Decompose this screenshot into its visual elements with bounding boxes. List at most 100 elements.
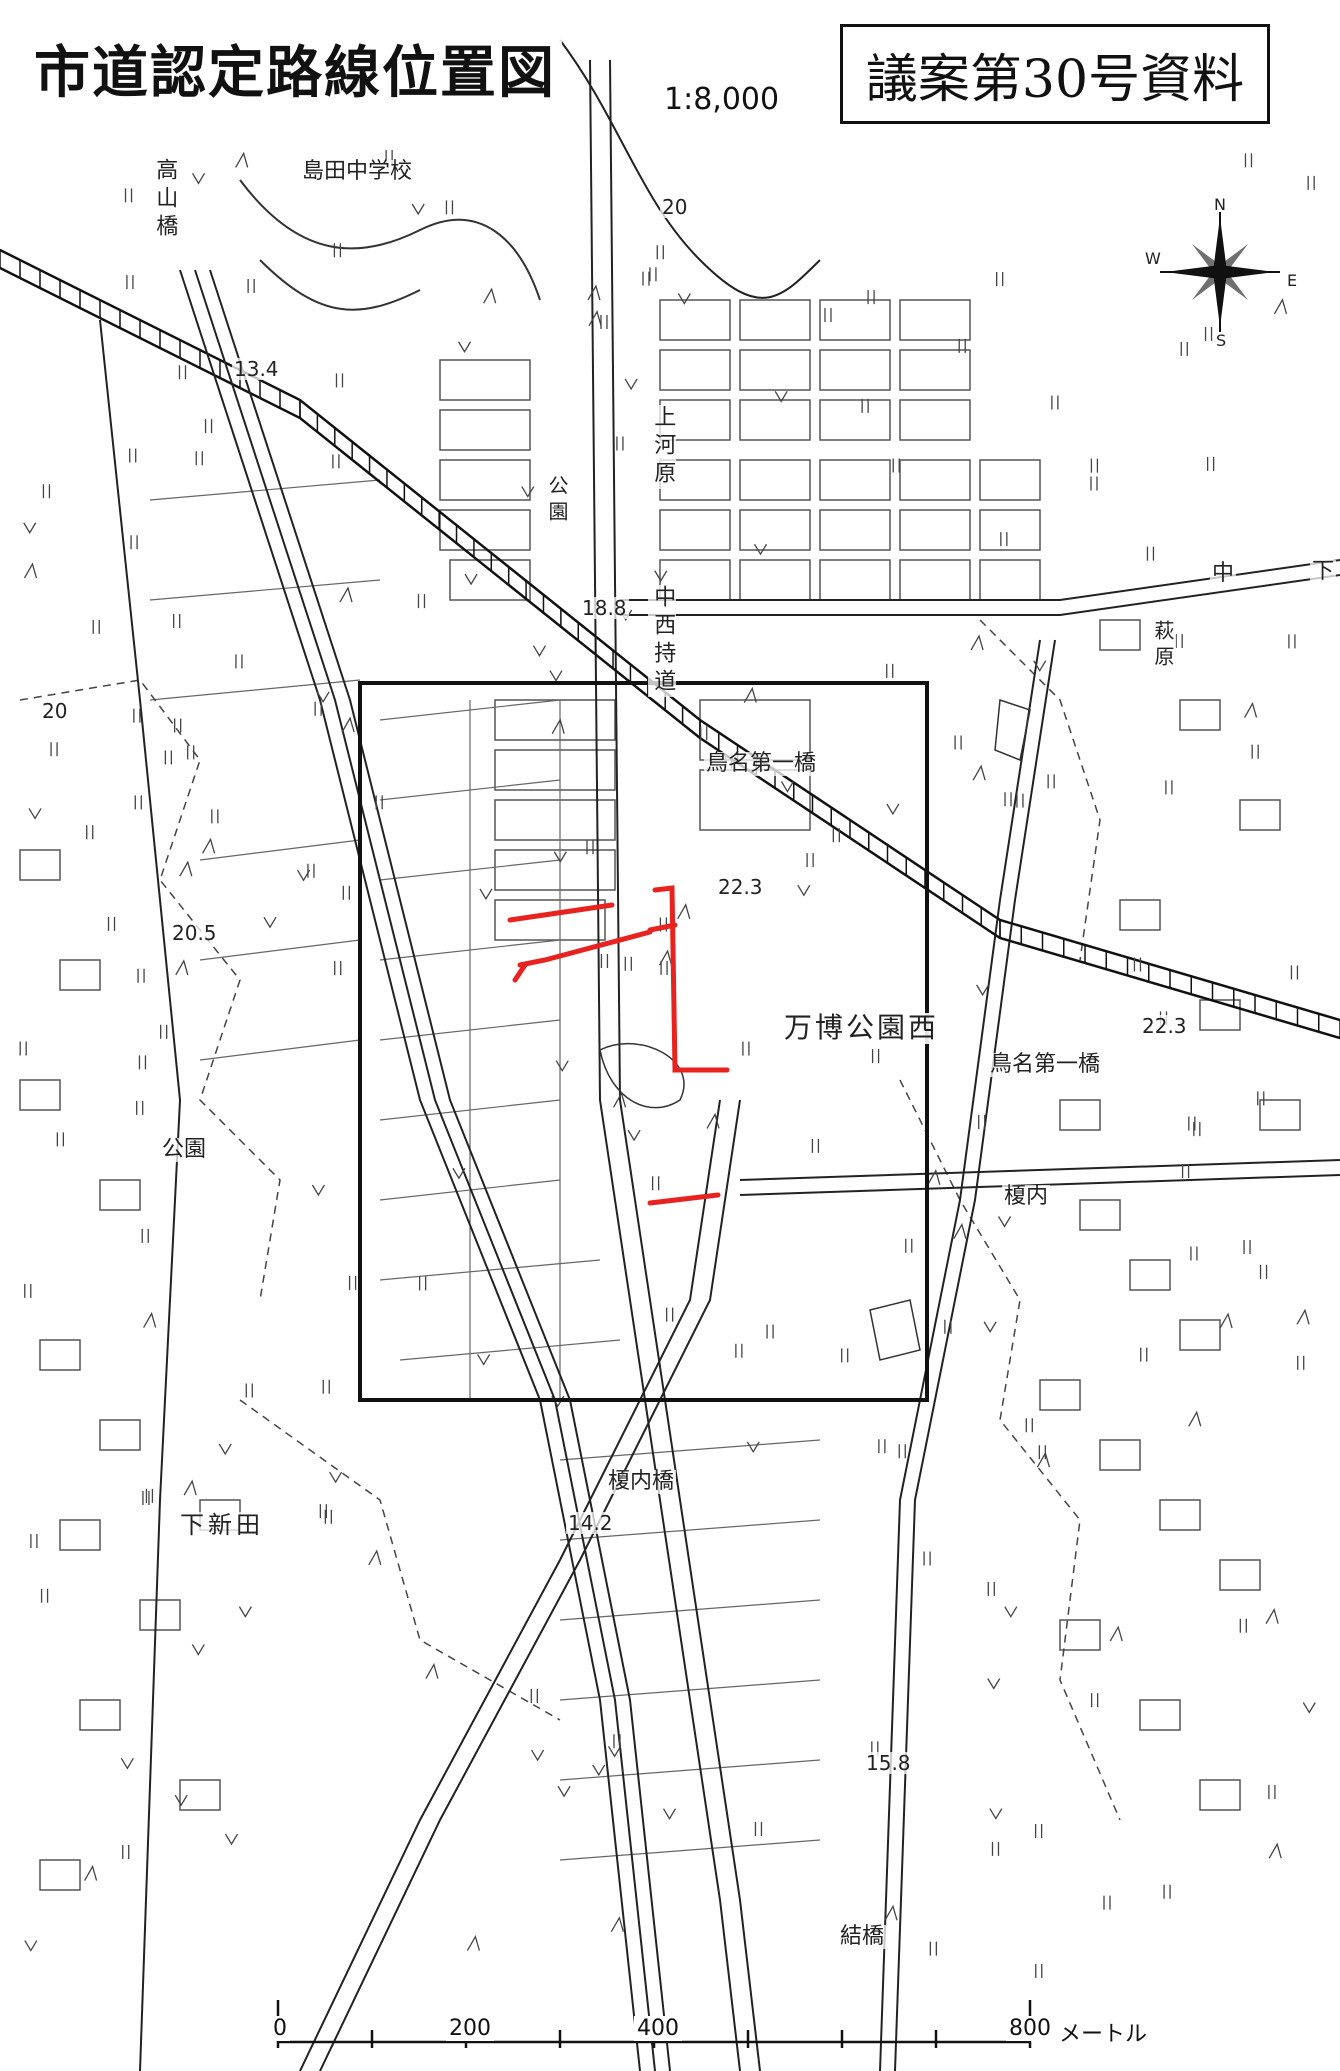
land-use-symbol <box>774 390 788 403</box>
land-use-symbol <box>138 1055 147 1070</box>
land-use-symbol <box>521 486 535 498</box>
compass-east: E <box>1287 271 1298 290</box>
land-use-symbol <box>555 1060 569 1072</box>
land-use-symbol <box>316 691 330 704</box>
land-use-symbol <box>483 287 497 304</box>
elevation-8: 20 <box>40 699 70 723</box>
land-use-symbol <box>531 1749 545 1762</box>
land-use-symbol <box>24 1283 32 1298</box>
land-use-symbol <box>600 953 609 968</box>
land-use-symbol <box>339 586 353 603</box>
land-use-symbol <box>464 573 478 586</box>
land-use-symbol <box>335 373 344 388</box>
land-use-symbol <box>124 188 133 203</box>
river <box>239 179 541 311</box>
land-use-symbol <box>1016 793 1024 808</box>
land-use-symbol <box>608 1745 622 1758</box>
land-use-symbol <box>1140 1347 1148 1362</box>
land-use-symbol <box>50 742 58 757</box>
land-use-symbol <box>612 1091 627 1108</box>
land-use-symbol <box>1188 1116 1196 1131</box>
land-use-symbol <box>972 764 986 781</box>
land-use-symbol <box>958 338 966 353</box>
land-use-symbol <box>142 1491 150 1506</box>
land-use-symbol <box>884 1904 898 1921</box>
land-use-symbol <box>987 1678 1001 1690</box>
land-use-symbol <box>130 535 138 550</box>
scale-tick-0: 0 <box>270 2016 290 2041</box>
land-use-symbol <box>886 803 900 816</box>
land-use-symbol <box>204 419 213 434</box>
label-shimonishita: 下 <box>1310 559 1337 585</box>
land-use-symbol <box>179 860 193 877</box>
scale-tick-800: 800 <box>1006 2016 1054 2041</box>
land-use-symbol <box>660 960 668 975</box>
elevation-2: 18.8 <box>580 596 629 620</box>
land-use-symbol <box>532 645 547 657</box>
land-use-symbol <box>333 243 342 258</box>
elevation-4: 22.3 <box>716 875 765 899</box>
land-use-symbol <box>137 968 145 983</box>
land-use-symbol <box>160 1024 168 1039</box>
land-use-symbol <box>662 1808 677 1820</box>
land-use-symbol <box>1290 965 1299 980</box>
land-use-symbol <box>586 840 594 855</box>
land-use-symbol <box>588 309 602 326</box>
field-lines <box>149 479 821 1861</box>
label-enouchi-bridge: 榎内橋 <box>606 1469 677 1495</box>
land-use-symbol <box>218 1443 232 1456</box>
ponds <box>599 698 1031 1361</box>
land-use-symbol <box>735 1343 743 1358</box>
route-5 <box>647 922 678 933</box>
label-yuuki-bridge: 結橋 <box>838 1924 887 1950</box>
land-use-symbol <box>861 398 869 413</box>
land-use-symbol <box>341 716 355 733</box>
land-use-symbol <box>1251 744 1259 759</box>
land-use-symbol <box>1090 458 1099 473</box>
land-use-symbol <box>553 851 567 863</box>
land-use-symbol <box>30 1534 38 1549</box>
land-use-symbol <box>746 1441 760 1454</box>
land-use-symbol <box>742 1041 750 1056</box>
land-use-symbol <box>1307 175 1315 190</box>
label-banpaku-park-west: 万博公園西 <box>782 1011 942 1044</box>
land-use-symbol <box>991 1841 1000 1856</box>
land-use-symbol <box>677 293 691 305</box>
elevation-6: 14.2 <box>566 1511 615 1535</box>
compass-west: W <box>1145 249 1161 268</box>
land-use-symbol <box>23 562 38 579</box>
route-4 <box>652 885 730 1073</box>
land-use-symbol <box>592 1764 606 1777</box>
land-use-symbol <box>624 378 638 391</box>
land-use-symbol <box>1047 774 1055 789</box>
land-use-symbol <box>780 781 795 793</box>
land-use-symbol <box>342 885 350 900</box>
land-use-symbol <box>1038 1445 1046 1460</box>
land-use-symbol <box>136 1100 144 1115</box>
land-use-symbol <box>1302 1702 1316 1714</box>
land-use-symbol <box>457 341 472 353</box>
land-use-symbol <box>706 1112 720 1129</box>
land-use-symbol <box>1188 1410 1202 1427</box>
land-use-symbol <box>557 1785 571 1798</box>
label-torina-bridge-1: 鳥名第一橋 <box>704 751 819 777</box>
land-use-symbol <box>107 916 116 931</box>
land-use-symbol <box>978 1114 986 1129</box>
land-use-symbol <box>832 828 840 843</box>
land-use-symbol <box>417 594 426 609</box>
label-naka: 中 <box>1210 561 1237 587</box>
land-use-symbol <box>1243 1240 1251 1254</box>
land-use-symbol <box>1090 1693 1099 1708</box>
land-use-symbol <box>1244 153 1253 168</box>
land-use-symbol <box>56 1132 65 1147</box>
land-use-symbol <box>145 1488 154 1503</box>
land-use-symbol <box>616 436 624 451</box>
land-use-symbol <box>368 1549 382 1566</box>
elevation-3: 20.5 <box>170 921 219 945</box>
land-use-symbol <box>178 365 187 380</box>
land-use-symbol <box>797 884 811 897</box>
land-use-symbol <box>1259 1264 1268 1279</box>
land-use-symbol <box>1193 1122 1201 1137</box>
land-use-symbol <box>479 888 493 901</box>
land-use-symbol <box>1034 1824 1043 1839</box>
